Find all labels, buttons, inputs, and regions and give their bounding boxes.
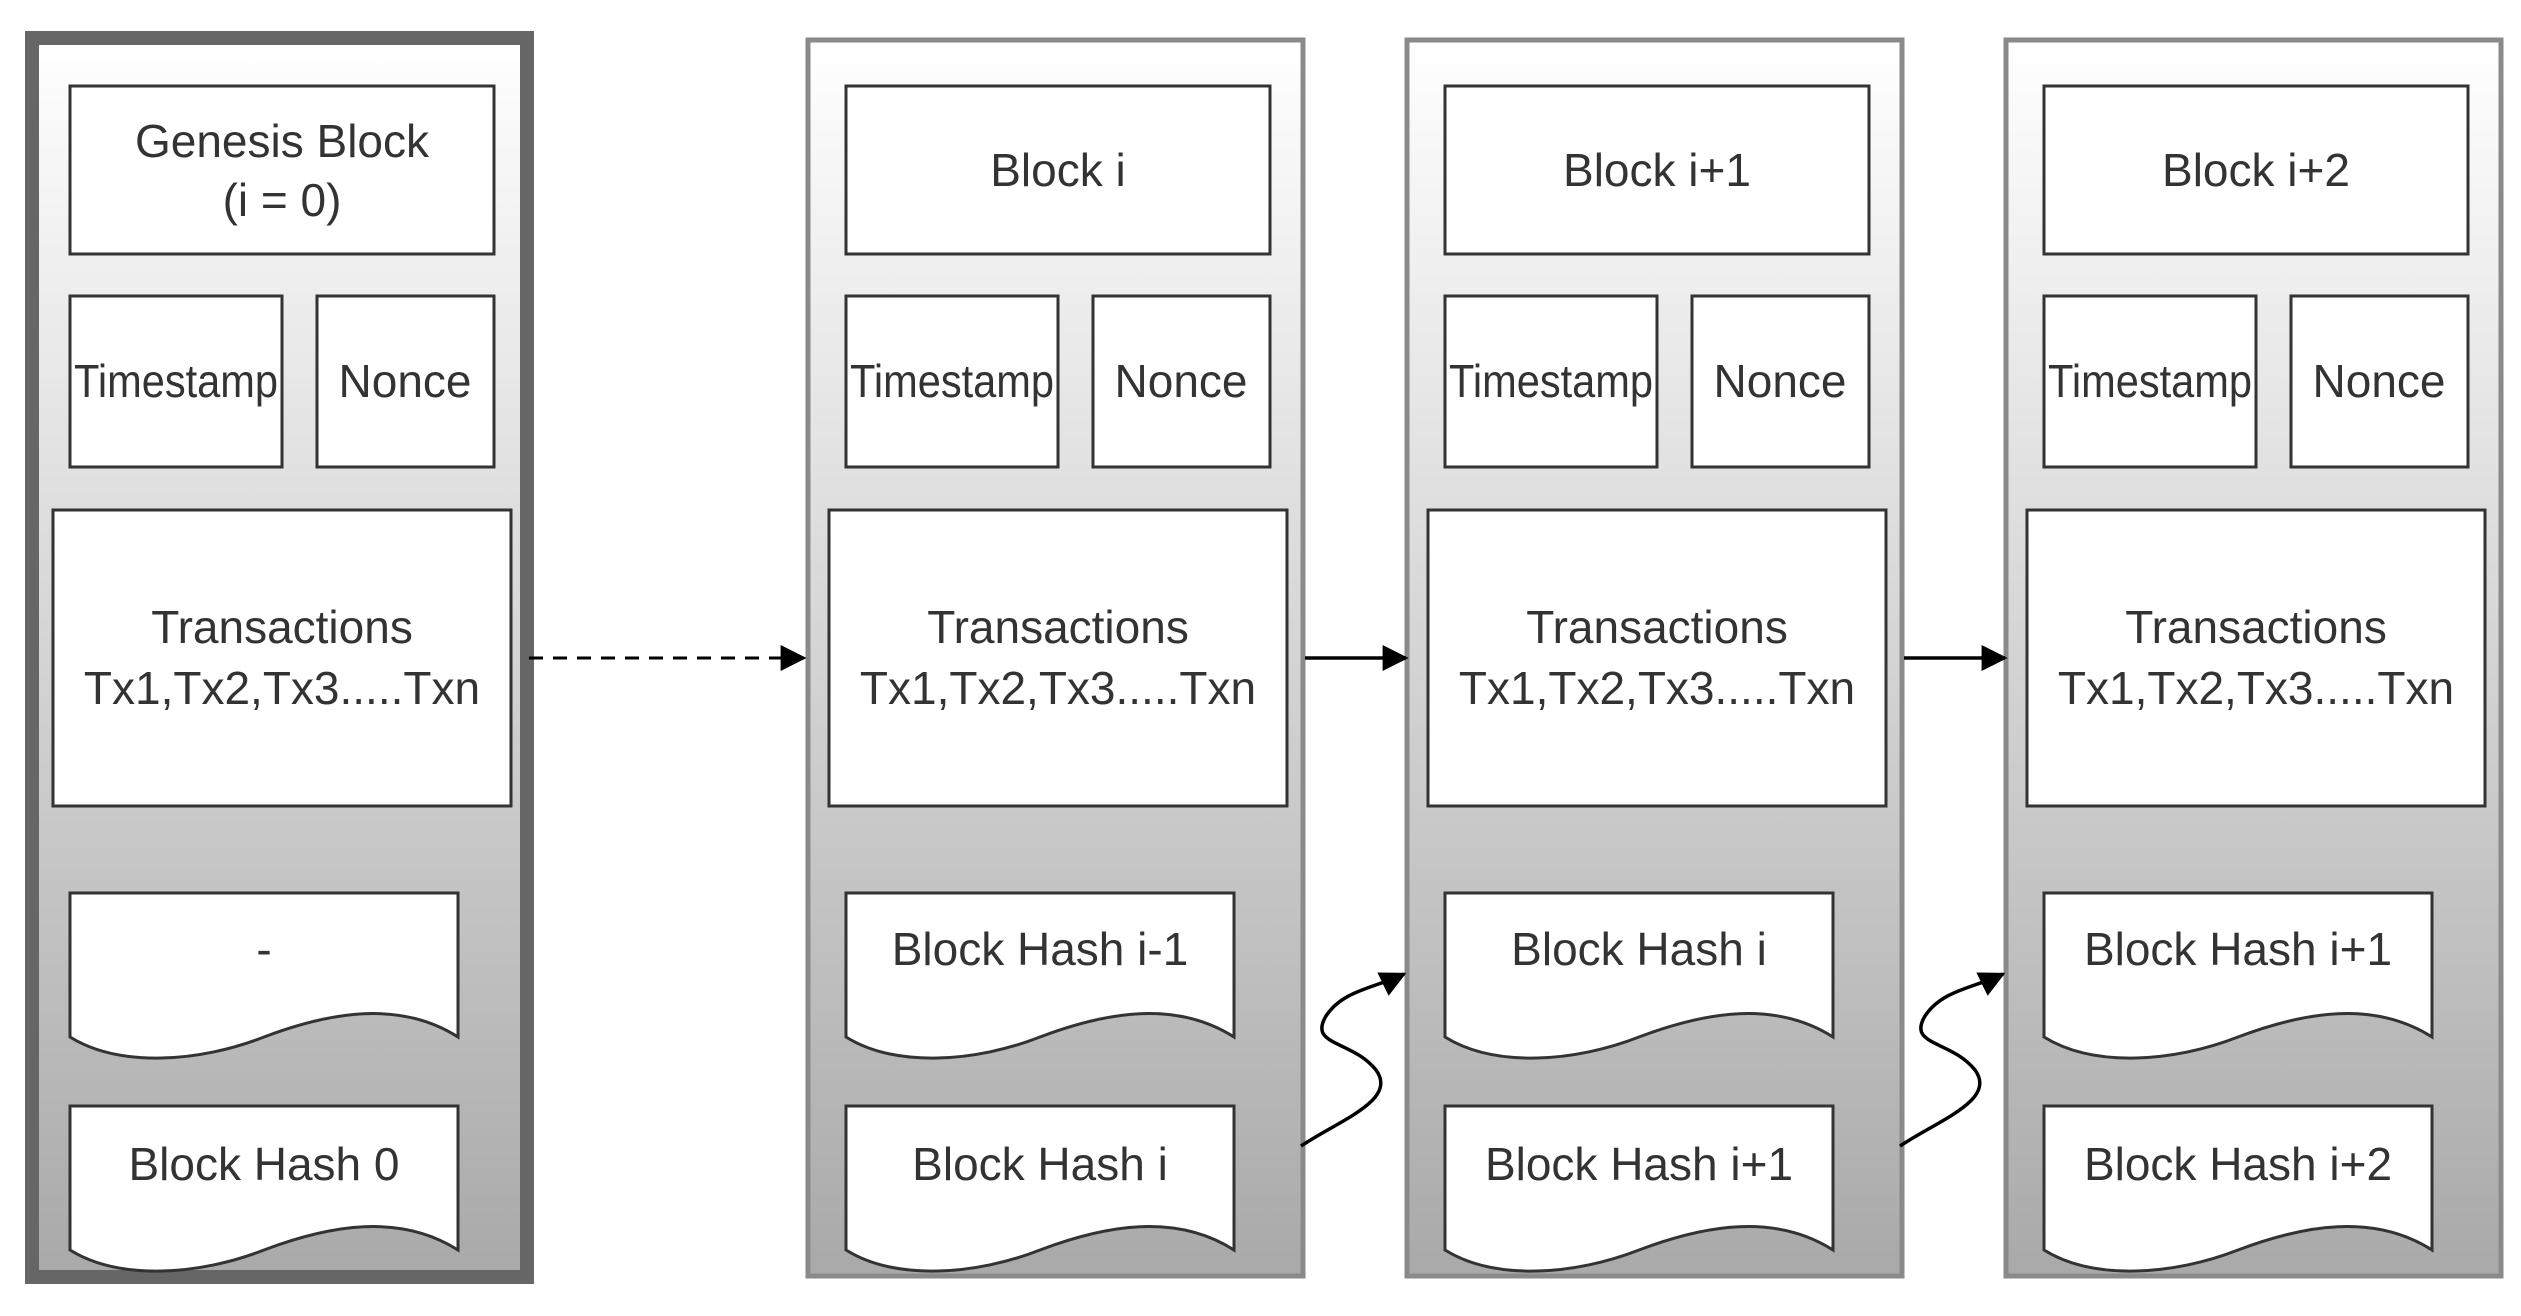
previous-hash-label: Block Hash i-1 xyxy=(892,923,1189,975)
connectors xyxy=(529,645,2008,1148)
transactions-box xyxy=(1426,508,1888,808)
hash-link-arrow-i1 xyxy=(1899,972,2006,1148)
nonce-label: Nonce xyxy=(2313,355,2446,407)
block-title-box xyxy=(1443,84,1871,256)
genesis-block: Genesis Block (i = 0) Timestamp Nonce Tr… xyxy=(25,31,534,1284)
block-hash-document xyxy=(1443,1104,1835,1273)
timestamp-label: Timestamp xyxy=(74,355,278,407)
transactions-box xyxy=(827,508,1289,808)
previous-hash-document xyxy=(1443,891,1835,1060)
block-title: Block i+2 xyxy=(2162,144,2350,196)
block-title: Genesis Block xyxy=(135,115,430,167)
timestamp-label: Timestamp xyxy=(850,355,1054,407)
transactions-title: Transactions xyxy=(1526,601,1788,653)
transactions-list: Tx1,Tx2,Tx3.....Txn xyxy=(2058,662,2454,714)
nonce-box xyxy=(1690,294,1871,469)
block-i-plus-2: Block i+2 Timestamp Nonce Transactions T… xyxy=(2003,37,2504,1279)
timestamp-box xyxy=(1443,294,1659,469)
nonce-label: Nonce xyxy=(339,355,472,407)
block-title-box xyxy=(68,84,496,256)
block-subtitle: (i = 0) xyxy=(223,174,342,226)
timestamp-box xyxy=(844,294,1060,469)
previous-hash-document xyxy=(68,891,460,1060)
block-hash-document xyxy=(844,1104,1236,1273)
timestamp-label: Timestamp xyxy=(1449,355,1653,407)
block-hash-document xyxy=(2042,1104,2434,1273)
nonce-label: Nonce xyxy=(1714,355,1847,407)
previous-hash-document xyxy=(844,891,1236,1060)
block-title: Block i+1 xyxy=(1563,144,1751,196)
block-hash-label: Block Hash 0 xyxy=(128,1138,399,1190)
block-title-box xyxy=(2042,84,2470,256)
block-title: Block i xyxy=(990,144,1125,196)
block-hash-document xyxy=(68,1104,460,1273)
previous-hash-document xyxy=(2042,891,2434,1060)
previous-hash-label: Block Hash i+1 xyxy=(2084,923,2392,975)
hash-link-arrow-i xyxy=(1300,972,1407,1148)
block-i: Block i Timestamp Nonce Transactions Tx1… xyxy=(805,37,1306,1279)
transactions-box xyxy=(51,508,513,808)
timestamp-label: Timestamp xyxy=(2048,355,2252,407)
transactions-list: Tx1,Tx2,Tx3.....Txn xyxy=(1459,662,1855,714)
transactions-title: Transactions xyxy=(2125,601,2387,653)
transactions-list: Tx1,Tx2,Tx3.....Txn xyxy=(860,662,1256,714)
transactions-box xyxy=(2025,508,2487,808)
previous-hash-label: - xyxy=(256,923,271,975)
nonce-box xyxy=(315,294,496,469)
transactions-title: Transactions xyxy=(151,601,413,653)
block-title-box xyxy=(844,84,1272,256)
timestamp-box xyxy=(2042,294,2258,469)
previous-hash-label: Block Hash i xyxy=(1511,923,1767,975)
timestamp-box xyxy=(68,294,284,469)
nonce-label: Nonce xyxy=(1115,355,1248,407)
block-hash-label: Block Hash i xyxy=(912,1138,1168,1190)
block-hash-label: Block Hash i+1 xyxy=(1485,1138,1793,1190)
nonce-box xyxy=(2289,294,2470,469)
nonce-box xyxy=(1091,294,1272,469)
block-hash-label: Block Hash i+2 xyxy=(2084,1138,2392,1190)
block-i-plus-1: Block i+1 Timestamp Nonce Transactions T… xyxy=(1404,37,1905,1279)
transactions-title: Transactions xyxy=(927,601,1189,653)
transactions-list: Tx1,Tx2,Tx3.....Txn xyxy=(84,662,480,714)
